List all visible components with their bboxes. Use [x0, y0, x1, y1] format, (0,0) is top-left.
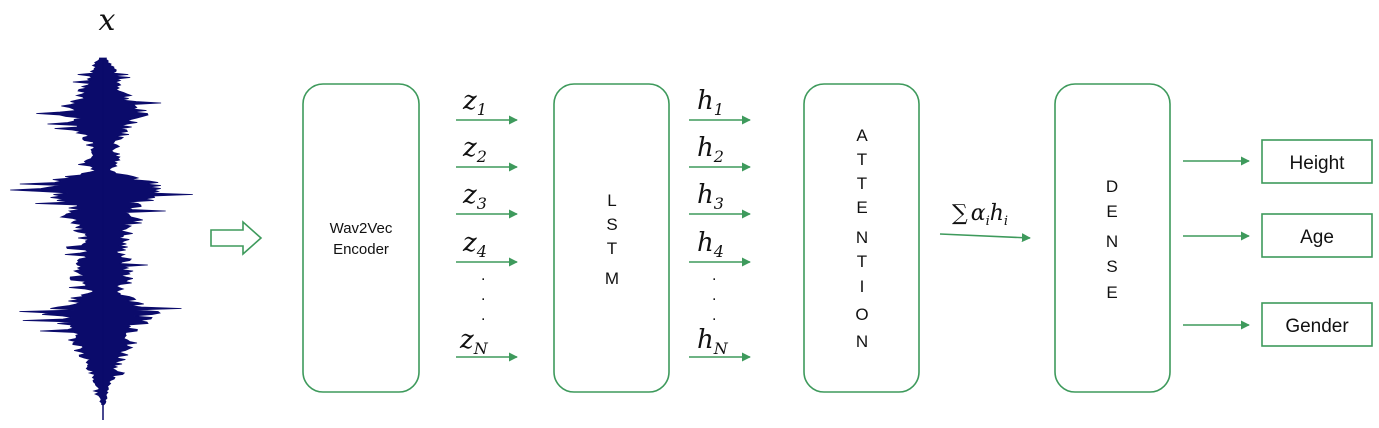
sum-symbol: ∑: [952, 201, 968, 226]
z-vector-4: z4: [462, 228, 487, 261]
attention-letter: N: [856, 332, 868, 351]
alpha-symbol: α: [971, 201, 986, 226]
age-output-label: Age: [1300, 227, 1334, 248]
gender-output-label: Gender: [1285, 316, 1349, 337]
h-vector-3: h3: [697, 180, 724, 213]
dense-letter: E: [1106, 283, 1117, 302]
alpha-sub: i: [986, 214, 990, 229]
z-vector-1: z1: [462, 86, 487, 119]
input-symbol: x: [99, 3, 116, 38]
h-base: h: [697, 325, 714, 355]
h-sub: i: [1004, 214, 1008, 229]
z-vector-n: zN: [459, 325, 489, 358]
lstm-letter: T: [607, 239, 617, 258]
z-base: z: [459, 325, 474, 355]
attention-letter: I: [860, 277, 865, 296]
h-ellipsis-dot-1: .: [712, 267, 716, 284]
height-output-box: [1261, 139, 1373, 184]
lstm-block: [553, 83, 670, 393]
z-vector-2: z2: [462, 133, 487, 166]
encoder-label-line2: Encoder: [333, 241, 389, 258]
attention-label: A T T E N T I O N: [855, 126, 868, 351]
z-sub: 1: [477, 100, 487, 119]
z-ellipsis-dot-2: .: [481, 287, 485, 304]
z-base: z: [462, 86, 477, 116]
z-sub: 4: [476, 242, 487, 261]
h-base: h: [697, 133, 714, 163]
attention-block: [803, 83, 920, 393]
z-vector-group: z1 z2 z3 z4 . . . zN: [456, 86, 518, 362]
h-sub: 2: [713, 147, 724, 166]
waveform-icon: [10, 57, 193, 406]
z-vector-3: z3: [462, 180, 487, 213]
dense-letter: E: [1106, 202, 1117, 221]
z-ellipsis-dot-3: .: [481, 307, 485, 324]
height-output-label: Height: [1290, 153, 1346, 174]
z-sub: 2: [476, 147, 487, 166]
z-base: z: [462, 228, 477, 258]
age-output-box: [1261, 213, 1373, 258]
dense-label: D E N S E: [1106, 177, 1118, 302]
attention-letter: O: [855, 305, 868, 324]
h-vector-2: h2: [697, 133, 724, 166]
lstm-letter: L: [607, 191, 616, 210]
encoder-label-line1: Wav2Vec: [330, 220, 393, 237]
gender-output-box: [1261, 302, 1373, 347]
h-vector-1: h1: [697, 86, 724, 119]
input-flow-arrow-icon: [210, 220, 263, 256]
attention-letter: T: [857, 150, 867, 169]
h-vector-group: h1 h2 h3 h4 . . . hN: [689, 86, 751, 362]
lstm-letter: M: [605, 269, 619, 288]
lstm-letter: S: [606, 215, 617, 234]
h-ellipsis-dot-3: .: [712, 307, 716, 324]
attention-letter: E: [856, 198, 867, 217]
h-sub: 3: [714, 194, 724, 213]
dense-letter: N: [1106, 232, 1118, 251]
h-symbol: h: [990, 201, 1004, 226]
z-ellipsis-dot-1: .: [481, 267, 485, 284]
h-sub: 4: [713, 242, 724, 261]
encoder-block: [302, 83, 420, 393]
attention-letter: N: [856, 228, 868, 247]
lstm-label: L S T M: [605, 191, 619, 288]
h-ellipsis-dot-2: .: [712, 287, 716, 304]
h-base: h: [697, 180, 714, 210]
h-sub: N: [713, 339, 729, 358]
h-base: h: [697, 86, 714, 116]
attention-output-arrow: [939, 233, 1031, 243]
attention-sum-label: ∑αihi: [952, 201, 1008, 229]
z-sub: 3: [477, 194, 487, 213]
z-base: z: [462, 133, 477, 163]
dense-block: [1054, 83, 1171, 393]
z-base: z: [462, 180, 477, 210]
h-base: h: [697, 228, 714, 258]
attention-letter: T: [857, 174, 867, 193]
attention-letter: A: [856, 126, 868, 145]
h-sub: 1: [714, 100, 724, 119]
attention-letter: T: [857, 252, 867, 271]
h-vector-n: hN: [697, 325, 729, 358]
h-vector-4: h4: [697, 228, 724, 261]
z-sub: N: [473, 339, 489, 358]
dense-letter: S: [1106, 257, 1117, 276]
dense-letter: D: [1106, 177, 1118, 196]
